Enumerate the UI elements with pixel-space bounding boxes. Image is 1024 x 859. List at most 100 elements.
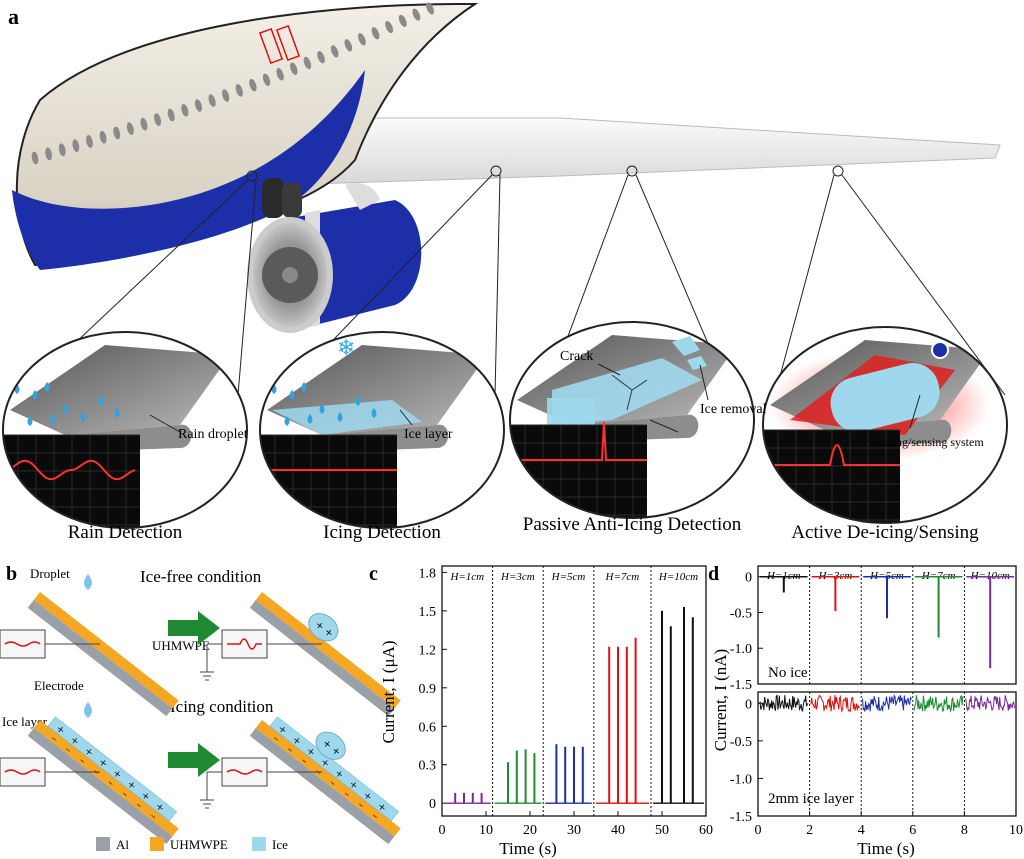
callout-crack: Crack — [560, 349, 593, 364]
highlight-window-box — [275, 24, 301, 62]
droplet-label: Droplet — [30, 566, 70, 581]
water-droplet — [315, 731, 346, 760]
window — [317, 51, 325, 64]
detail-view-4 — [763, 327, 1007, 523]
x-tick-label: 30 — [567, 823, 581, 838]
charge-minus: – — [48, 733, 59, 745]
ice-layer — [47, 716, 177, 822]
window — [113, 126, 121, 140]
window — [344, 39, 353, 52]
triboelectric-diagrams: + +++++++++––––––––++++++++––––––––+ + — [0, 574, 401, 845]
water-droplet — [355, 396, 361, 406]
window — [194, 99, 203, 112]
uhmwpe-layer — [33, 592, 179, 709]
noise-trace — [913, 694, 964, 713]
detail-ellipse-border — [762, 326, 1008, 524]
detail-ellipse-border — [2, 331, 248, 529]
window — [249, 78, 257, 92]
callout-heating-sensing: Heating/sensing system — [870, 435, 984, 449]
x-tick-label: 10 — [1009, 823, 1023, 838]
window — [330, 45, 339, 58]
fuselage-blue-belly — [12, 70, 365, 270]
charge-minus: – — [355, 800, 366, 812]
x-tick-label: 6 — [909, 823, 916, 838]
window — [385, 20, 394, 34]
landing-gear — [262, 178, 302, 218]
callout-rain-droplet: Rain droplet — [178, 427, 248, 442]
y-tick-label: 1.5 — [419, 605, 437, 620]
window — [72, 139, 80, 153]
legend-ice: Ice — [272, 837, 288, 852]
charge-minus: – — [327, 777, 338, 789]
uhmwpe-label: UHMWPE — [152, 638, 210, 653]
noise-trace — [810, 694, 861, 713]
segment-label: H=3cm — [500, 571, 535, 583]
water-droplet — [32, 390, 38, 400]
panel-b-label: b — [6, 563, 17, 585]
segment-label: H=5cm — [551, 571, 586, 583]
water-droplet — [80, 412, 86, 422]
detail-views: ❄ — [2, 321, 1008, 529]
layer-stack — [27, 592, 179, 717]
charge-minus: – — [119, 789, 130, 801]
x-tick-label: 20 — [523, 823, 537, 838]
water-droplet — [98, 396, 104, 406]
charge-minus: – — [285, 744, 296, 756]
window — [167, 108, 175, 122]
noise-trace — [758, 694, 809, 712]
charge-minus: – — [370, 811, 381, 823]
callout-ice-layer: Ice layer — [404, 427, 453, 442]
panel-d-label: d — [708, 563, 719, 585]
water-droplet — [44, 382, 50, 392]
y-tick-label: 0.6 — [419, 720, 437, 735]
water-droplet — [307, 414, 313, 424]
window — [45, 147, 52, 161]
window — [290, 62, 298, 75]
uhmwpe-layer — [255, 592, 401, 709]
process-arrow — [168, 743, 220, 777]
charge-minus: – — [299, 755, 310, 767]
segment-label: H=7cm — [605, 571, 640, 583]
uhmwpe-layer — [255, 720, 401, 837]
caption-rain-detection: Rain Detection — [68, 522, 183, 543]
charge-minus: – — [77, 755, 88, 767]
window — [140, 117, 148, 131]
water-droplet — [337, 412, 343, 422]
window — [31, 151, 39, 165]
detail-view-1 — [3, 332, 247, 528]
snowflake-icon: ❄ — [337, 336, 355, 361]
ground-icon — [200, 671, 214, 681]
electrometer — [0, 757, 46, 787]
ice-layer — [272, 400, 422, 435]
legend-al: Al — [116, 837, 129, 852]
caption-active-deicing: Active De-icing/Sensing — [791, 522, 979, 543]
zoom-lines — [19, 165, 1006, 396]
x-tick-label: 4 — [858, 823, 865, 838]
x-tick-label: 50 — [655, 823, 669, 838]
water-droplet — [62, 404, 68, 414]
x-tick-label: 2 — [806, 823, 813, 838]
x-tick-label: 0 — [439, 823, 446, 838]
scope-trace — [512, 421, 647, 461]
layer-stack: ++++++++–––––––– — [27, 716, 179, 845]
no-ice-note: No ice — [768, 665, 808, 681]
ground-icon — [200, 799, 214, 809]
wire — [0, 771, 100, 773]
window — [262, 73, 271, 87]
falling-droplet — [84, 574, 92, 590]
chart-c-ylabel: Current, I (μA) — [379, 640, 398, 743]
x-tick-label: 8 — [961, 823, 968, 838]
window — [181, 104, 189, 117]
scope-screen — [3, 435, 140, 528]
scope-trace — [4, 459, 136, 481]
wire — [206, 643, 322, 672]
y-tick-label: 0 — [745, 697, 752, 712]
ice-free-title: Ice-free condition — [140, 567, 262, 586]
electrometer — [0, 629, 46, 659]
callout-ice-removal: Ice removal — [700, 402, 767, 417]
y-tick-label: -0.5 — [730, 606, 752, 621]
caption-icing-detection: Icing Detection — [323, 522, 441, 543]
window — [99, 130, 107, 144]
